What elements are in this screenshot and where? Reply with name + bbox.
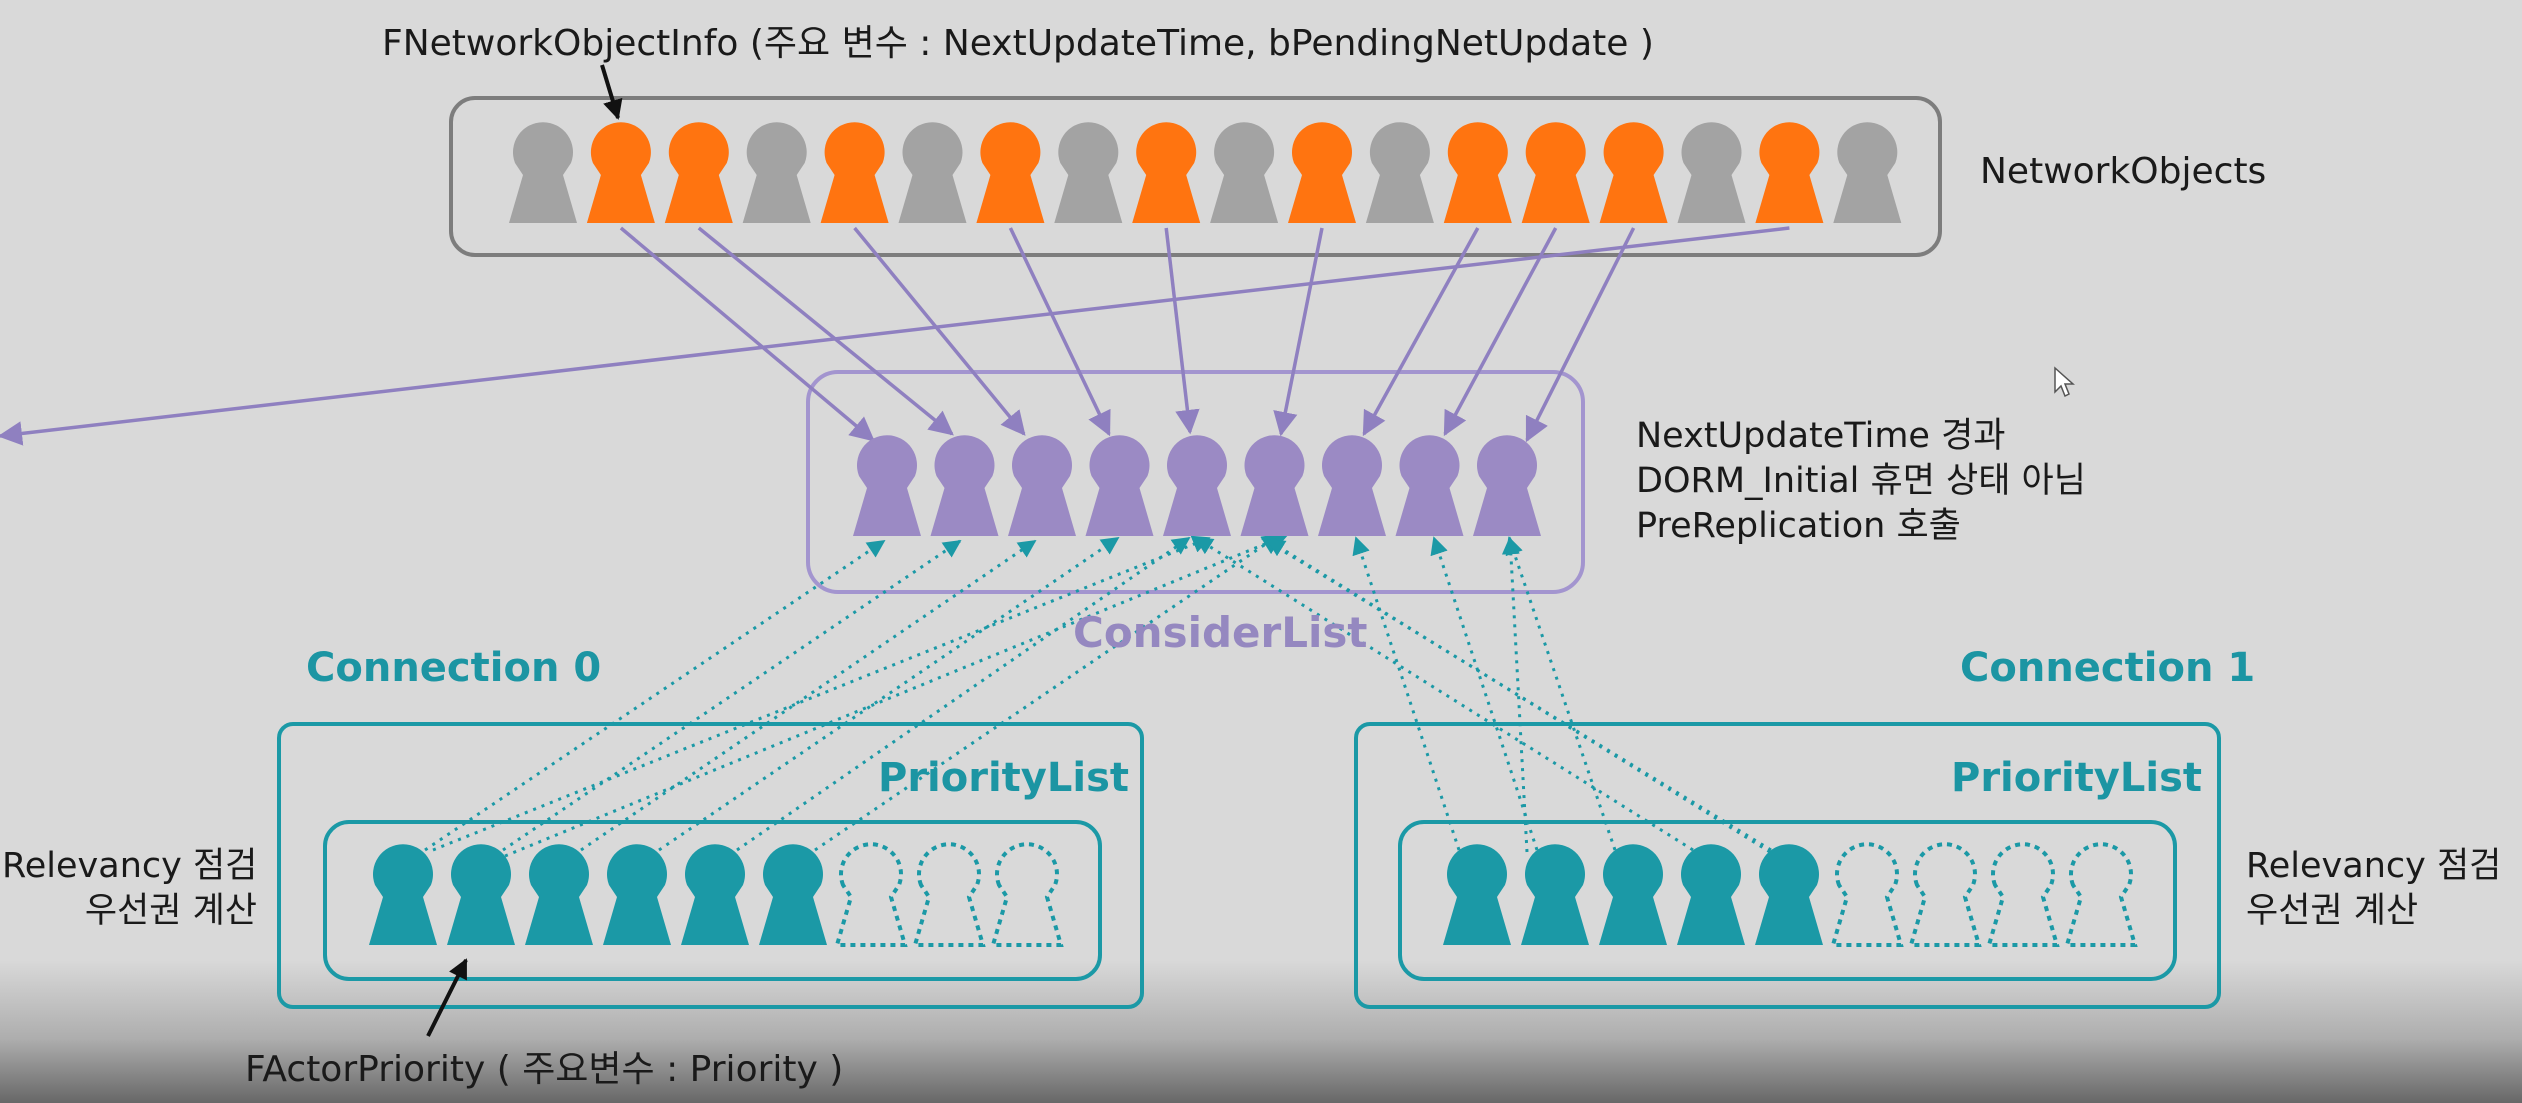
network-object-node	[1443, 122, 1512, 223]
update-arrow	[853, 226, 1026, 436]
update-arrow	[1525, 227, 1636, 443]
connection-1-priority-node	[1677, 844, 1745, 945]
connection-0-priority-box	[323, 820, 1102, 981]
consider-node	[1008, 435, 1076, 536]
network-object-node	[1288, 122, 1356, 223]
network-object-node	[820, 122, 889, 223]
connection-1-link	[1501, 536, 1529, 853]
update-arrow	[1164, 227, 1200, 435]
connection-0-box	[277, 722, 1144, 1009]
connection-0-link	[736, 536, 1191, 852]
network-object-node	[898, 122, 967, 223]
mouse-cursor-icon	[2054, 366, 2075, 398]
network-objects-label: NetworkObjects	[1980, 151, 2267, 192]
network-object-node	[742, 122, 811, 223]
connector-lines	[0, 226, 1790, 858]
network-object-node	[1599, 122, 1668, 223]
connection-0-priority-node	[759, 844, 827, 945]
network-object-node	[1132, 122, 1201, 223]
connection-0-link	[504, 532, 1289, 858]
relevancy-note-left: Relevancy 점검 우선권 계산	[2, 844, 257, 934]
network-object-node	[1521, 122, 1590, 223]
network-object-node	[1365, 122, 1434, 223]
network-object-node	[664, 122, 733, 223]
consider-node	[1163, 435, 1231, 536]
update-arrow	[619, 226, 875, 442]
condition-1: NextUpdateTime 경과	[1636, 416, 2006, 456]
connection-1-label: Connection 1	[1960, 645, 2256, 691]
connection-1-priority-node	[1443, 844, 1511, 945]
network-objects-box	[449, 96, 1942, 257]
connection-0-priority-node	[447, 844, 515, 945]
connection-1-priority-node	[2064, 842, 2138, 947]
consider-node	[1318, 435, 1386, 536]
update-arrow	[1008, 227, 1111, 437]
relevancy-left-line-1: Relevancy 점검	[2, 846, 258, 886]
network-object-node	[1210, 122, 1279, 223]
connection-1-link	[1194, 536, 1694, 852]
connection-0-priority-node	[525, 844, 593, 945]
connection-0-link	[580, 539, 1037, 852]
relevancy-right-line-2: 우선권 계산	[2246, 891, 2419, 931]
consider-conditions: NextUpdateTime 경과 DORM_Initial 휴면 상태 아님 …	[1636, 414, 2086, 549]
condition-3: PreReplication 호출	[1636, 506, 1961, 546]
network-object-node	[1833, 122, 1902, 223]
relevancy-left-line-2: 우선권 계산	[84, 891, 257, 931]
connection-1-link	[1505, 536, 1617, 851]
network-object-node	[509, 122, 577, 223]
connection-0-priority-label: PriorityList	[878, 755, 1129, 801]
network-object-node	[1677, 122, 1746, 223]
consider-node	[1240, 435, 1309, 536]
connection-1-priority-node	[1599, 844, 1667, 945]
network-object-node	[586, 122, 655, 223]
connection-1-priority-node	[1521, 844, 1589, 945]
condition-2: DORM_Initial 휴면 상태 아님	[1636, 461, 2086, 501]
connection-0-priority-node	[603, 844, 671, 945]
network-object-info-label: FNetworkObjectInfo (주요 변수 : NextUpdateTi…	[382, 23, 1654, 64]
connection-0-link	[424, 539, 886, 852]
connection-1-priority-node	[1755, 844, 1823, 945]
connection-1-link	[1352, 536, 1461, 851]
actor-priority-label: FActorPriority ( 주요변수 : Priority )	[245, 1049, 844, 1090]
update-arrow	[1273, 227, 1324, 437]
consider-node	[853, 435, 921, 536]
consider-node	[930, 435, 999, 536]
connection-1-box	[1354, 722, 2221, 1009]
update-arrow	[0, 226, 1790, 446]
network-object-node	[1054, 122, 1123, 223]
connection-1-link	[1430, 536, 1539, 851]
connection-0-link	[658, 536, 1120, 852]
update-arrow	[1443, 227, 1558, 437]
consider-node	[1395, 435, 1464, 536]
connection-1-link	[1266, 538, 1771, 854]
connection-0-priority-node	[834, 842, 908, 947]
node-figures	[369, 122, 2138, 947]
connection-0-link	[814, 533, 1281, 852]
connection-1-priority-node	[1830, 842, 1904, 947]
network-object-node	[976, 122, 1045, 223]
connection-0-link	[502, 539, 962, 852]
consider-list-label: ConsiderList	[1073, 608, 1368, 657]
connection-1-priority-box	[1398, 820, 2177, 981]
connection-0-priority-node	[681, 844, 749, 945]
connection-0-label: Connection 0	[306, 645, 602, 691]
consider-node	[1473, 435, 1541, 536]
update-arrow	[697, 226, 954, 436]
update-arrow	[1362, 227, 1480, 437]
network-object-info-pointer	[600, 64, 623, 120]
connection-1-priority-node	[1986, 842, 2060, 947]
actor-priority-pointer	[426, 958, 468, 1037]
connection-1-priority-label: PriorityList	[1951, 755, 2202, 801]
connection-0-priority-node	[990, 842, 1064, 947]
network-object-node	[1755, 122, 1824, 223]
connection-0-priority-node	[369, 844, 437, 945]
consider-node	[1085, 435, 1154, 536]
connection-1-priority-node	[1908, 842, 1982, 947]
relevancy-note-right: Relevancy 점검 우선권 계산	[2246, 844, 2501, 934]
connection-0-priority-node	[912, 842, 986, 947]
relevancy-right-line-1: Relevancy 점검	[2246, 846, 2502, 886]
